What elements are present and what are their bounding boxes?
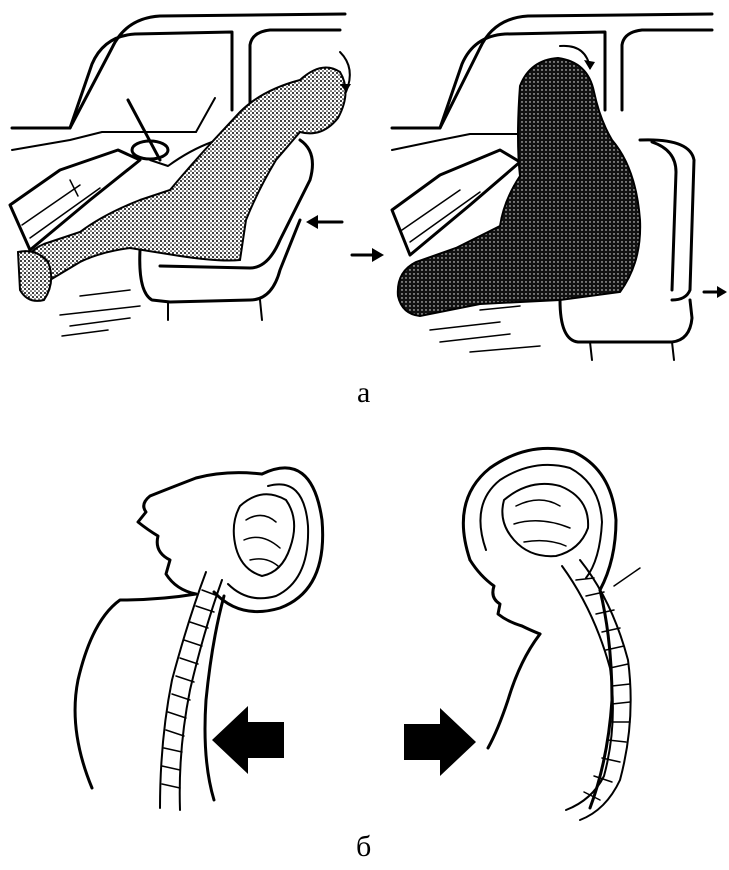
arrow-right-icon [404, 708, 476, 776]
panel-label-a: а [357, 378, 370, 408]
head-spine-flexion [404, 448, 640, 820]
spine-column-right [562, 560, 631, 820]
head-spine-extension [75, 468, 323, 810]
car-occupant-extension [10, 14, 351, 336]
car-occupant-flexion [352, 14, 727, 360]
spine-column-left [160, 572, 222, 810]
arrow-left-icon [212, 706, 284, 774]
panel-label-b: б [356, 832, 371, 862]
